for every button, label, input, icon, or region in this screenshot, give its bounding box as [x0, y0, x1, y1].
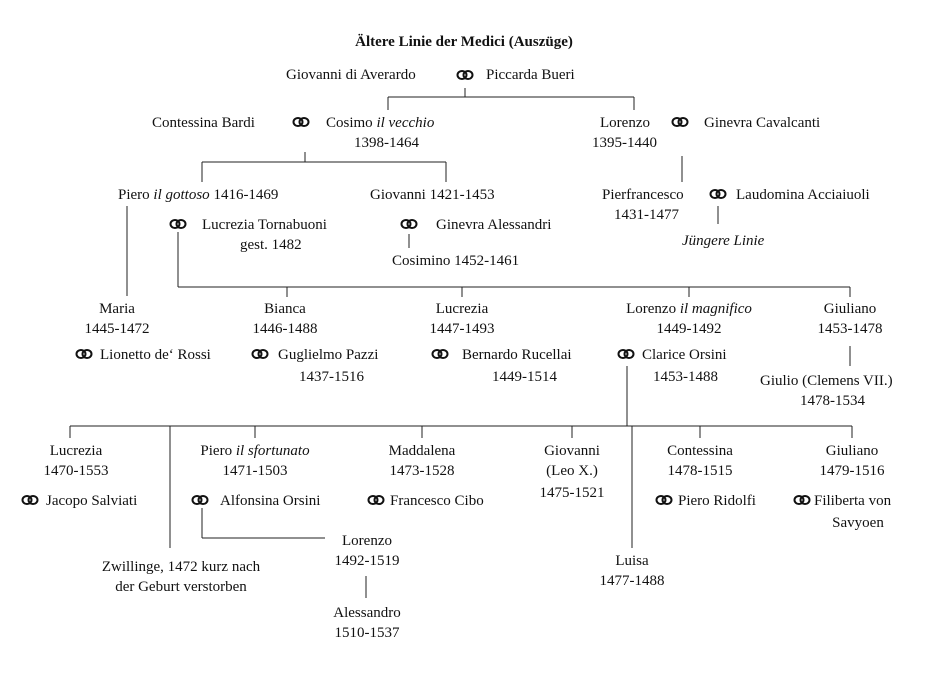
- person-ginevra-alessandri: Ginevra Alessandri: [436, 217, 552, 233]
- dates-giuliano-1453: 1453-1478: [817, 321, 883, 337]
- dates-giulio: 1478-1534: [800, 393, 865, 409]
- person-lorenzo-elder: Lorenzo: [600, 115, 650, 131]
- person-bernardo-rucellai: Bernardo Rucellai: [462, 347, 572, 363]
- marriage-rings-icon: [191, 495, 209, 505]
- person-cosimino: Cosimino 1452-1461: [392, 253, 520, 269]
- person-filiberta-von-savoyen: Filiberta von: [814, 493, 892, 509]
- person-giovanni-1421: Giovanni 1421-1453: [370, 187, 495, 203]
- marriage-rings-icon: [671, 117, 689, 127]
- person-alessandro: Alessandro: [333, 605, 401, 621]
- label-zwillinge: Zwillinge, 1472 kurz nach: [101, 559, 261, 575]
- dates-clarice-orsini: 1453-1488: [653, 369, 718, 385]
- dates-cosimo: 1398-1464: [354, 135, 419, 151]
- marriage-rings-icon: [292, 117, 310, 127]
- marriage-rings-icon: [367, 495, 385, 505]
- person-alfonsina-orsini: Alfonsina Orsini: [220, 493, 321, 509]
- person-pierfrancesco: Pierfrancesco: [602, 187, 684, 203]
- marriage-rings-icon: [709, 189, 727, 199]
- label-leo-x: (Leo X.): [546, 463, 598, 479]
- marriage-rings-icon: [400, 219, 418, 229]
- dates-lorenzo-il-magnifico: 1449-1492: [656, 321, 722, 337]
- dates-lucrezia-tornabuoni: gest. 1482: [240, 237, 302, 253]
- person-piero-il-sfortunato: Piero il sfortunato: [200, 443, 310, 459]
- person-lorenzo-il-magnifico: Lorenzo il magnifico: [626, 301, 752, 317]
- dates-pierfrancesco: 1431-1477: [614, 207, 679, 223]
- person-bianca: Bianca: [264, 301, 306, 317]
- dates-bianca: 1446-1488: [252, 321, 318, 337]
- dates-lorenzo-1492: 1492-1519: [334, 553, 400, 569]
- marriage-rings-icon: [431, 349, 449, 359]
- dates-guglielmo-pazzi: 1437-1516: [299, 369, 364, 385]
- dates-lorenzo-elder: 1395-1440: [592, 135, 657, 151]
- person-jacopo-salviati: Jacopo Salviati: [46, 493, 138, 509]
- dates-lucrezia-1470: 1470-1553: [43, 463, 109, 479]
- person-cosimo-il-vecchio: Cosimo il vecchio: [326, 115, 435, 131]
- person-giovanni-di-averardo: Giovanni di Averardo: [286, 67, 416, 83]
- person-lucrezia-tornabuoni: Lucrezia Tornabuoni: [202, 217, 327, 233]
- person-contessina-1478: Contessina: [667, 443, 733, 459]
- person-giuliano-1479: Giuliano: [825, 443, 879, 459]
- marriage-rings-icon: [617, 349, 635, 359]
- marriage-rings-icon: [655, 495, 673, 505]
- dates-contessina-1478: 1478-1515: [667, 463, 733, 479]
- marriage-rings-icon: [169, 219, 187, 229]
- person-piero-ridolfi: Piero Ridolfi: [678, 493, 756, 509]
- person-giulio-clemens-vii: Giulio (Clemens VII.): [760, 373, 893, 389]
- person-piccarda-bueri: Piccarda Bueri: [486, 67, 575, 83]
- person-maria: Maria: [99, 301, 135, 317]
- person-lucrezia-1447: Lucrezia: [435, 301, 489, 317]
- person-lucrezia-1470: Lucrezia: [49, 443, 103, 459]
- dates-giuliano-1479: 1479-1516: [819, 463, 885, 479]
- person-luisa: Luisa: [615, 553, 649, 569]
- person-clarice-orsini: Clarice Orsini: [642, 347, 727, 363]
- dates-maria: 1445-1472: [84, 321, 150, 337]
- person-guglielmo-pazzi: Guglielmo Pazzi: [278, 347, 379, 363]
- person-ginevra-cavalcanti: Ginevra Cavalcanti: [704, 115, 821, 131]
- dates-giovanni-leo-x: 1475-1521: [539, 485, 605, 501]
- person-laudomina-acciaiuoli: Laudomina Acciaiuoli: [736, 187, 870, 203]
- person-contessina-bardi: Contessina Bardi: [152, 115, 255, 131]
- person-lionetto-de-rossi: Lionetto de‘ Rossi: [100, 347, 211, 363]
- person-giovanni-leo-x: Giovanni: [544, 443, 600, 459]
- dates-alessandro: 1510-1537: [334, 625, 400, 641]
- dates-lucrezia-1447: 1447-1493: [429, 321, 495, 337]
- person-giuliano-1453: Giuliano: [823, 301, 877, 317]
- marriage-rings-icon: [456, 70, 474, 80]
- label-juengere-linie: Jüngere Linie: [682, 233, 765, 249]
- person-lorenzo-1492: Lorenzo: [342, 533, 392, 549]
- diagram-title: Ältere Linie der Medici (Auszüge): [355, 34, 573, 50]
- marriage-rings-icon: [21, 495, 39, 505]
- dates-maddalena: 1473-1528: [389, 463, 455, 479]
- marriage-rings-icon: [793, 495, 811, 505]
- dates-bernardo-rucellai: 1449-1514: [492, 369, 557, 385]
- person-maddalena: Maddalena: [388, 443, 456, 459]
- dates-luisa: 1477-1488: [599, 573, 665, 589]
- marriage-rings-icon: [251, 349, 269, 359]
- person-piero-il-gottoso: Piero il gottoso 1416-1469: [118, 187, 279, 203]
- person-francesco-cibo: Francesco Cibo: [390, 493, 484, 509]
- label-zwillinge-line2: der Geburt verstorben: [115, 579, 247, 595]
- marriage-rings-icon: [75, 349, 93, 359]
- person-filiberta-line2: Savyoen: [832, 515, 884, 531]
- dates-piero-il-sfortunato: 1471-1503: [222, 463, 288, 479]
